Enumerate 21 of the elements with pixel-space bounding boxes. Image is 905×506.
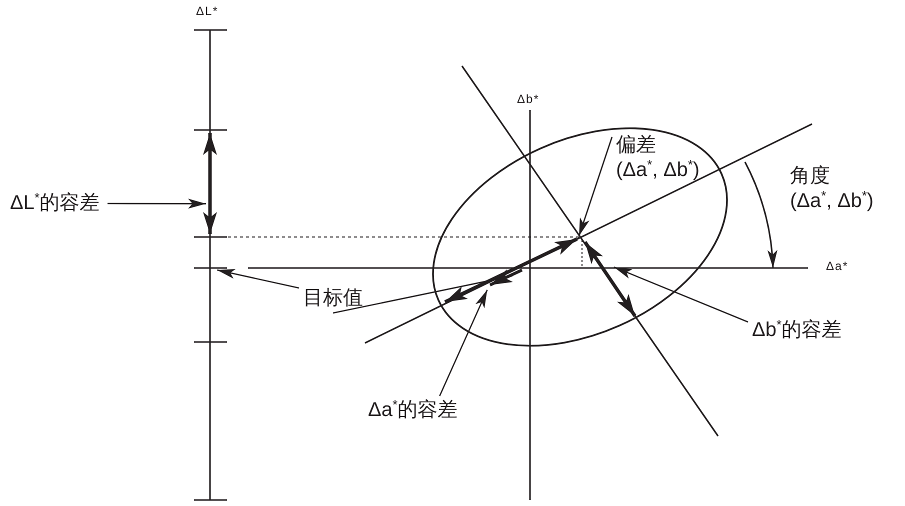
leader-line — [216, 268, 300, 289]
leader-line — [614, 266, 748, 323]
axis-label: Δb* — [517, 92, 540, 106]
leader-line — [108, 198, 206, 209]
leader-line — [578, 136, 613, 236]
axis-tick — [194, 267, 227, 269]
leader-line — [332, 275, 512, 314]
tolerance-arrow — [444, 237, 578, 304]
tolerance-arrow — [584, 241, 636, 317]
leader-line — [439, 290, 488, 396]
callout-label: (Δa$^{*}$, Δb$^{*}$) — [790, 189, 874, 214]
tolerance-arrow — [203, 133, 217, 234]
axis-label: Δa* — [826, 259, 848, 273]
callout-label: 角度 — [790, 164, 831, 189]
callout-label: ΔL$^{*}$的容差 — [10, 191, 100, 216]
callout-label: 目标值 — [303, 286, 363, 311]
callout-label: 偏差 — [616, 133, 657, 158]
callout-label: Δb$^{*}$的容差 — [752, 318, 842, 343]
axis-label: ΔL* — [196, 4, 218, 18]
callout-label: Δa$^{*}$的容差 — [368, 398, 458, 423]
callout-label: (Δa$^{*}$, Δb$^{*}$) — [616, 158, 700, 183]
